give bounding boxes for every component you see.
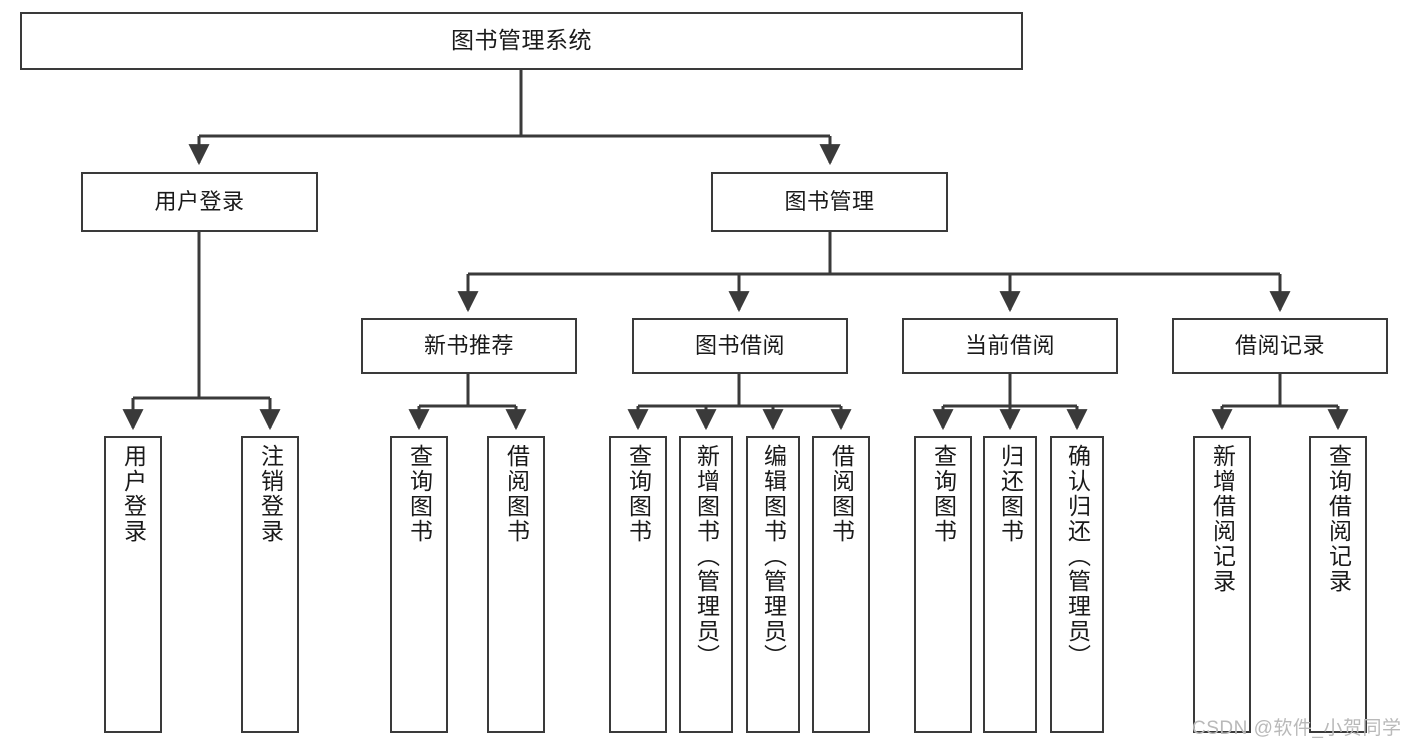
node-root-book-management-system[interactable]: 图书管理系统 xyxy=(20,12,1023,70)
node-label: 当前借阅 xyxy=(964,332,1055,358)
node-leaf-confirm-return-admin[interactable]: 确认归还（管理员） xyxy=(1050,436,1104,733)
node-leaf-user-login[interactable]: 用户登录 xyxy=(104,436,162,733)
node-label: 图书管理 xyxy=(784,188,875,214)
node-label: 归还图书 xyxy=(997,444,1024,544)
watermark: CSDN @软件_小贺同学 xyxy=(1192,718,1402,739)
node-leaf-query-borrow-record[interactable]: 查询借阅记录 xyxy=(1309,436,1367,733)
node-leaf-edit-book-admin[interactable]: 编辑图书（管理员） xyxy=(746,436,800,733)
node-leaf-query-book-recommend[interactable]: 查询图书 xyxy=(390,436,448,733)
node-label: 借阅记录 xyxy=(1234,332,1325,358)
node-leaf-return-book[interactable]: 归还图书 xyxy=(983,436,1037,733)
node-leaf-query-book-borrow[interactable]: 查询图书 xyxy=(609,436,667,733)
node-label: 用户登录 xyxy=(154,188,245,214)
node-leaf-borrow-book-recommend[interactable]: 借阅图书 xyxy=(487,436,545,733)
node-book-borrow[interactable]: 图书借阅 xyxy=(632,318,848,374)
node-book-management[interactable]: 图书管理 xyxy=(711,172,948,232)
node-label: 借阅图书 xyxy=(828,444,855,544)
node-label: 新书推荐 xyxy=(423,332,514,358)
node-label: 用户登录 xyxy=(120,444,147,544)
node-label: 新增图书（管理员） xyxy=(693,444,720,669)
node-leaf-add-book-admin[interactable]: 新增图书（管理员） xyxy=(679,436,733,733)
node-label: 注销登录 xyxy=(257,444,284,544)
node-leaf-user-logout[interactable]: 注销登录 xyxy=(241,436,299,733)
node-label: 新增借阅记录 xyxy=(1209,444,1236,594)
node-new-book-recommend[interactable]: 新书推荐 xyxy=(361,318,577,374)
node-label: 图书管理系统 xyxy=(451,27,592,54)
node-leaf-add-borrow-record[interactable]: 新增借阅记录 xyxy=(1193,436,1251,733)
node-leaf-borrow-book[interactable]: 借阅图书 xyxy=(812,436,870,733)
node-borrow-record[interactable]: 借阅记录 xyxy=(1172,318,1388,374)
node-label: 查询图书 xyxy=(625,444,652,544)
node-label: 查询图书 xyxy=(406,444,433,544)
node-label: 查询借阅记录 xyxy=(1325,444,1352,594)
node-user-login[interactable]: 用户登录 xyxy=(81,172,318,232)
node-label: 借阅图书 xyxy=(503,444,530,544)
node-label: 编辑图书（管理员） xyxy=(760,444,787,669)
node-current-borrow[interactable]: 当前借阅 xyxy=(902,318,1118,374)
node-label: 查询图书 xyxy=(930,444,957,544)
node-label: 确认归还（管理员） xyxy=(1064,444,1091,669)
node-leaf-query-book-current[interactable]: 查询图书 xyxy=(914,436,972,733)
node-label: 图书借阅 xyxy=(694,332,785,358)
